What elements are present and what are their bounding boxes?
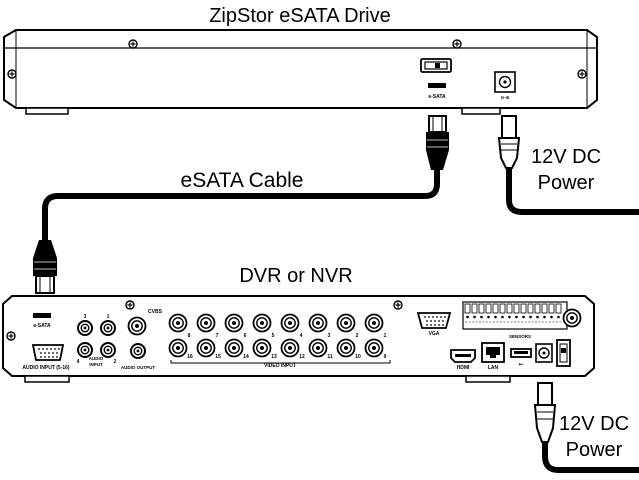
- bnc-port[interactable]: [252, 338, 272, 358]
- bnc-port[interactable]: [168, 338, 188, 358]
- bnc-number: 2: [356, 333, 359, 339]
- screw-icon: [577, 69, 587, 79]
- bnc-number: 16: [187, 354, 193, 360]
- esata-drive: e-SATA ⊖-⊕: [3, 29, 598, 115]
- audio-jack-number: 3: [84, 314, 87, 320]
- bnc-port[interactable]: [224, 313, 244, 333]
- bnc-port[interactable]: [196, 313, 216, 333]
- bnc-number: 6: [244, 333, 247, 339]
- screw-icon: [452, 39, 462, 49]
- bnc-port[interactable]: [224, 338, 244, 358]
- dvr-esata-label: e-SATA: [33, 323, 51, 329]
- screw-icon: [7, 69, 17, 79]
- bnc-number: 9: [384, 354, 387, 360]
- bnc-port[interactable]: [252, 313, 272, 333]
- power-bottom-line2: Power: [566, 439, 623, 461]
- esata-connector-bottom: [33, 240, 57, 294]
- cvbs-bnc-port[interactable]: [127, 316, 147, 336]
- power-bottom-line1: 12V DC: [559, 413, 629, 435]
- cvbs-label: CVBS: [148, 309, 163, 315]
- bnc-port[interactable]: [196, 338, 216, 358]
- video-input-label: VIDEO INPUT: [264, 363, 296, 369]
- bnc-number: 15: [215, 354, 221, 360]
- dvr-esata-port[interactable]: [33, 313, 51, 318]
- audio-jack-4[interactable]: [77, 342, 93, 358]
- audio-jack-number: 2: [114, 359, 117, 365]
- top-power-cable: [497, 115, 639, 215]
- bnc-number: 12: [299, 354, 305, 360]
- power-top-line2: Power: [538, 172, 595, 194]
- bnc-number: 8: [188, 333, 191, 339]
- screw-icon: [393, 300, 403, 310]
- bnc-number: 11: [327, 354, 333, 360]
- hdmi-port[interactable]: [450, 349, 476, 363]
- dc-symbol: ⊖-⊕: [500, 95, 509, 100]
- esata-cable-label: eSATA Cable: [181, 169, 304, 192]
- bnc-port[interactable]: [280, 338, 300, 358]
- dvr-title: DVR or NVR: [239, 265, 352, 287]
- vga-label: VGA: [429, 331, 440, 337]
- audio-input-dsub-port[interactable]: [31, 344, 65, 361]
- sensor-terminal-block: [462, 301, 582, 330]
- bnc-number: 14: [243, 354, 249, 360]
- audio-jack-number: 1: [107, 314, 110, 320]
- audio-jack-1[interactable]: [100, 320, 116, 336]
- bnc-port[interactable]: [308, 338, 328, 358]
- hdmi-label: HDMI: [457, 365, 470, 371]
- bnc-port[interactable]: [280, 313, 300, 333]
- audio-jack-3[interactable]: [77, 320, 93, 336]
- audio-jack-2[interactable]: [100, 342, 116, 358]
- audio-input-dsub-label: AUDIO INPUT (5-16): [22, 365, 70, 371]
- screw-icon: [128, 39, 138, 49]
- vga-port[interactable]: [416, 312, 452, 329]
- lan-label: LAN: [488, 365, 499, 371]
- bnc-port[interactable]: [168, 313, 188, 333]
- audio-output-jack[interactable]: [130, 343, 146, 359]
- drive-esata-label: e-SATA: [428, 94, 446, 100]
- audio-label: AUDIO: [89, 356, 104, 361]
- drive-title: ZipStor eSATA Drive: [209, 5, 391, 27]
- usb-port[interactable]: [510, 348, 532, 358]
- bnc-number: 1: [384, 333, 387, 339]
- bnc-port[interactable]: [364, 313, 384, 333]
- usb-icon: ⭠: [519, 362, 524, 368]
- video-input-bnc-group: 8 7 6 5 4 3 2 1 16 15 14 13 12 11 10 9 V…: [168, 313, 391, 369]
- screw-icon: [125, 300, 135, 310]
- lan-port[interactable]: [481, 342, 505, 363]
- dvr-dc-jack[interactable]: [535, 343, 553, 363]
- audio-output-label: AUDIO OUTPUT: [121, 365, 156, 370]
- esata-connector-top: [426, 115, 449, 170]
- bnc-port[interactable]: [308, 313, 328, 333]
- screw-icon: [6, 331, 16, 341]
- bnc-number: 3: [328, 333, 331, 339]
- bnc-number: 7: [216, 333, 219, 339]
- audio-input-jacks: 3 1 4 2 AUDIO INPUT: [77, 314, 117, 367]
- terminal-screw-icon: [562, 308, 582, 328]
- input-label: INPUT: [89, 362, 103, 367]
- bnc-port[interactable]: [336, 313, 356, 333]
- dvr-unit: e-SATA AUDIO INPUT (5-16) 3 1 4 2 AUDIO …: [2, 295, 595, 383]
- audio-jack-number: 4: [77, 359, 80, 365]
- power-top-line1: 12V DC: [531, 146, 601, 168]
- drive-power-switch[interactable]: [420, 58, 452, 73]
- drive-esata-port[interactable]: [428, 83, 446, 88]
- sensors-label: SENSORS: [509, 334, 531, 339]
- bottom-power-cable: [533, 382, 639, 473]
- dvr-power-switch[interactable]: [556, 339, 571, 367]
- bnc-number: 4: [300, 333, 303, 339]
- esata-cable: [33, 115, 449, 294]
- bnc-port[interactable]: [336, 338, 356, 358]
- bnc-number: 10: [355, 354, 361, 360]
- bnc-port[interactable]: [364, 338, 384, 358]
- bnc-number: 5: [272, 333, 275, 339]
- bnc-number: 13: [271, 354, 277, 360]
- drive-dc-jack[interactable]: ⊖-⊕: [494, 71, 516, 100]
